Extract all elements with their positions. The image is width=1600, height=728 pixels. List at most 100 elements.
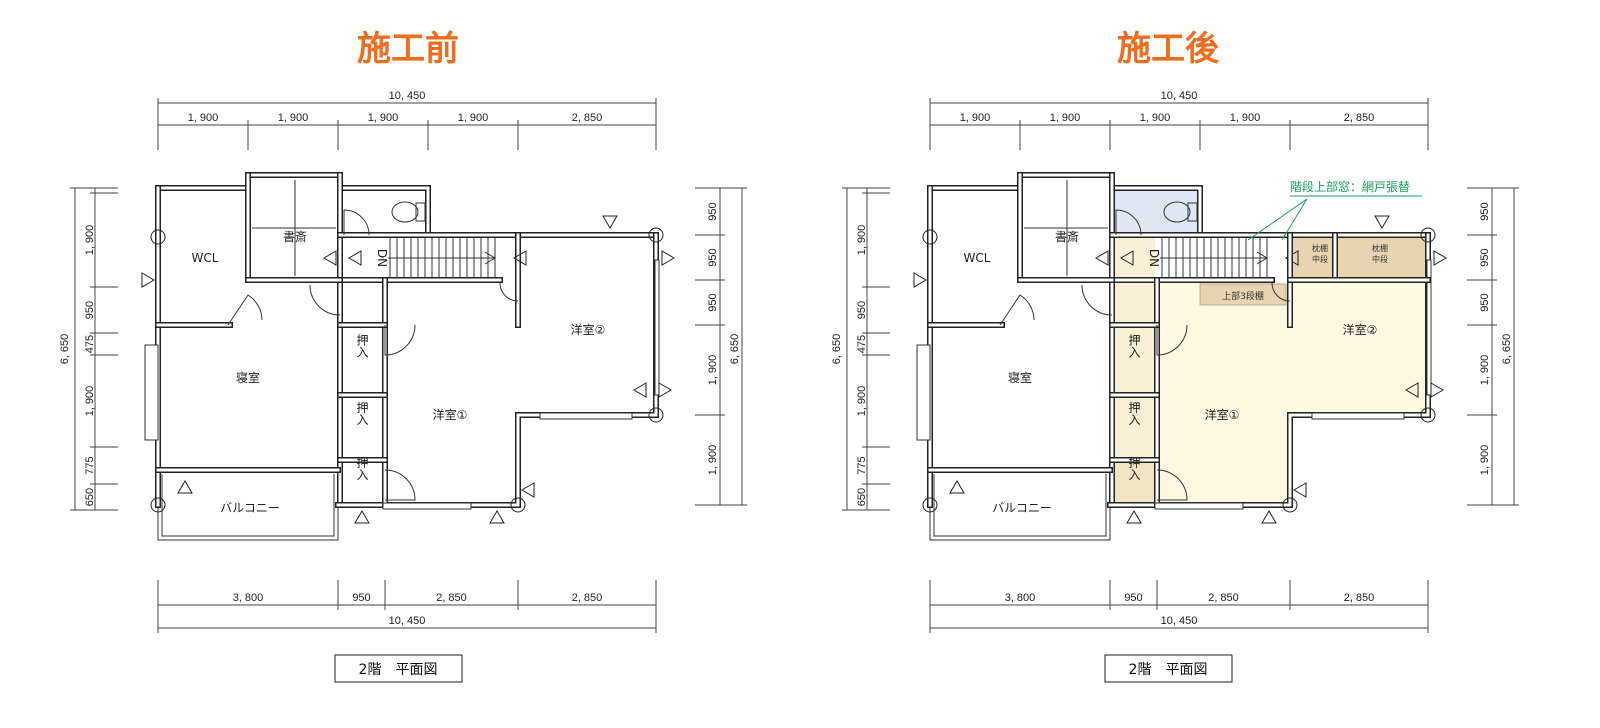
dim-left-segment: 475: [856, 335, 868, 353]
window: [1311, 412, 1405, 420]
dim-bottom-total: 10, 450: [389, 615, 426, 627]
room-label-closet: 押入: [355, 456, 369, 480]
column-icon: [1282, 497, 1298, 513]
dim-left-total: 6, 650: [59, 334, 71, 365]
room-label-bedroom: 寝室: [1008, 370, 1032, 385]
title-after: 施工後: [1117, 29, 1220, 69]
stairs-dn-label: DN: [375, 249, 389, 267]
dim-right-segment: 950: [1479, 293, 1491, 311]
dim-top-segment: 1, 900: [1140, 112, 1171, 124]
shelf-highlight-2: [1337, 236, 1425, 280]
wall-inner: [338, 186, 430, 237]
caption-box-after: [1104, 654, 1233, 683]
caption-before: 2階 平面図: [359, 662, 438, 678]
dim-left-segment: 775: [856, 456, 868, 474]
dim-top-total: 10, 450: [1161, 90, 1198, 102]
wall-inner: [1110, 186, 1202, 237]
viewpoint-triangle-icon: [354, 510, 370, 524]
viewpoint-triangle-icon: [633, 382, 647, 398]
viewpoint-triangle-icon: [141, 272, 155, 288]
shelf-1-label-a: 枕棚: [1312, 243, 1328, 253]
room-label-study: 書斎: [1055, 229, 1079, 244]
viewpoint-triangle-icon: [949, 480, 965, 494]
upper-shelf-highlight: [1199, 283, 1287, 306]
dim-bottom-segment: 950: [352, 592, 370, 604]
dim-bottom-segment: 2, 850: [1344, 592, 1375, 604]
viewpoint-triangle-icon: [521, 482, 535, 498]
stair-arrow-icon: [484, 251, 496, 265]
room-label-closet: 押入: [1127, 334, 1141, 358]
dim-bottom-total: 10, 450: [1161, 615, 1198, 627]
door-swing: [309, 284, 341, 316]
dim-top-segment: 2, 850: [1344, 112, 1375, 124]
shelf-2-label-b: 中段: [1372, 254, 1388, 264]
dim-bottom-segment: 2, 850: [572, 592, 603, 604]
dim-right-segment: 1, 900: [707, 445, 719, 476]
dim-left-segment: 950: [84, 301, 96, 319]
dim-left-total: 6, 650: [831, 334, 843, 365]
room-label-wcl: WCL: [192, 251, 219, 265]
toilet-icon: [391, 201, 419, 223]
viewpoint-triangle-icon: [658, 382, 672, 398]
room-label-western-room-1: 洋室①: [433, 407, 468, 422]
door-swing: [1271, 282, 1291, 302]
window: [654, 259, 660, 396]
dim-right-segment: 950: [1479, 202, 1491, 220]
closet-highlight: [1110, 460, 1155, 505]
door-swing: [499, 282, 519, 302]
dim-left-segment: 1, 900: [84, 386, 96, 417]
dim-left-segment: 650: [84, 488, 96, 506]
viewpoint-triangle-icon: [513, 250, 527, 266]
dim-top-segment: 1, 900: [368, 112, 399, 124]
viewpoint-triangle-icon: [1261, 510, 1277, 524]
dim-top-segment: 1, 900: [1230, 112, 1261, 124]
dim-bottom-segment: 950: [1124, 592, 1142, 604]
dim-top-segment: 1, 900: [188, 112, 219, 124]
title-before: 施工前: [357, 29, 459, 69]
note-leader-1: [1247, 198, 1308, 241]
balcony-outline-inner: [933, 474, 1107, 537]
dim-right-segment: 1, 900: [707, 355, 719, 386]
window: [916, 344, 931, 441]
window-screen-note: 階段上部窓：網戸張替: [1290, 179, 1410, 194]
window: [539, 412, 633, 420]
toilet-highlight: [1112, 190, 1200, 235]
viewpoint-triangle-icon: [602, 215, 618, 229]
viewpoint-triangle-icon: [913, 272, 927, 288]
dim-left-segment: 475: [84, 335, 96, 353]
dim-right-segment: 950: [707, 202, 719, 220]
caption-box-before: [334, 654, 463, 683]
dim-top-segment: 1, 900: [458, 112, 489, 124]
viewpoint-triangle-icon: [323, 250, 337, 266]
column-icon: [922, 497, 938, 513]
upper-shelf-label: 上部3段棚: [1222, 290, 1264, 302]
window: [1426, 259, 1432, 396]
hall-highlight: [1110, 235, 1155, 460]
viewpoint-triangle-icon: [348, 250, 362, 266]
room-label-closet: 押入: [1127, 401, 1141, 425]
viewpoint-triangle-icon: [1374, 215, 1390, 229]
dim-left-segment: 950: [856, 301, 868, 319]
column-icon: [150, 497, 166, 513]
room-label-closet: 押入: [1127, 456, 1141, 480]
shelf-1-label-b: 中段: [1312, 254, 1328, 264]
dim-right-segment: 950: [707, 248, 719, 266]
room-label-bedroom: 寝室: [236, 370, 260, 385]
viewpoint-triangle-icon: [1095, 250, 1109, 266]
viewpoint-triangle-icon: [1433, 250, 1447, 266]
dim-left-segment: 650: [856, 488, 868, 506]
stairs-dn-label: DN: [1147, 249, 1161, 267]
dim-bottom-segment: 2, 850: [436, 592, 467, 604]
door-swing: [1156, 469, 1188, 501]
dim-top-total: 10, 450: [389, 90, 426, 102]
balcony-outline-inner: [161, 474, 335, 537]
dim-left-segment: 1, 900: [856, 225, 868, 256]
viewpoint-triangle-icon: [661, 250, 675, 266]
viewpoint-triangle-icon: [1126, 510, 1142, 524]
note-leader-2: [1281, 198, 1308, 241]
column-icon: [1420, 227, 1436, 243]
window: [382, 502, 472, 510]
dim-top-segment: 1, 900: [278, 112, 309, 124]
door-swing: [343, 209, 370, 236]
viewpoint-triangle-icon: [177, 480, 193, 494]
